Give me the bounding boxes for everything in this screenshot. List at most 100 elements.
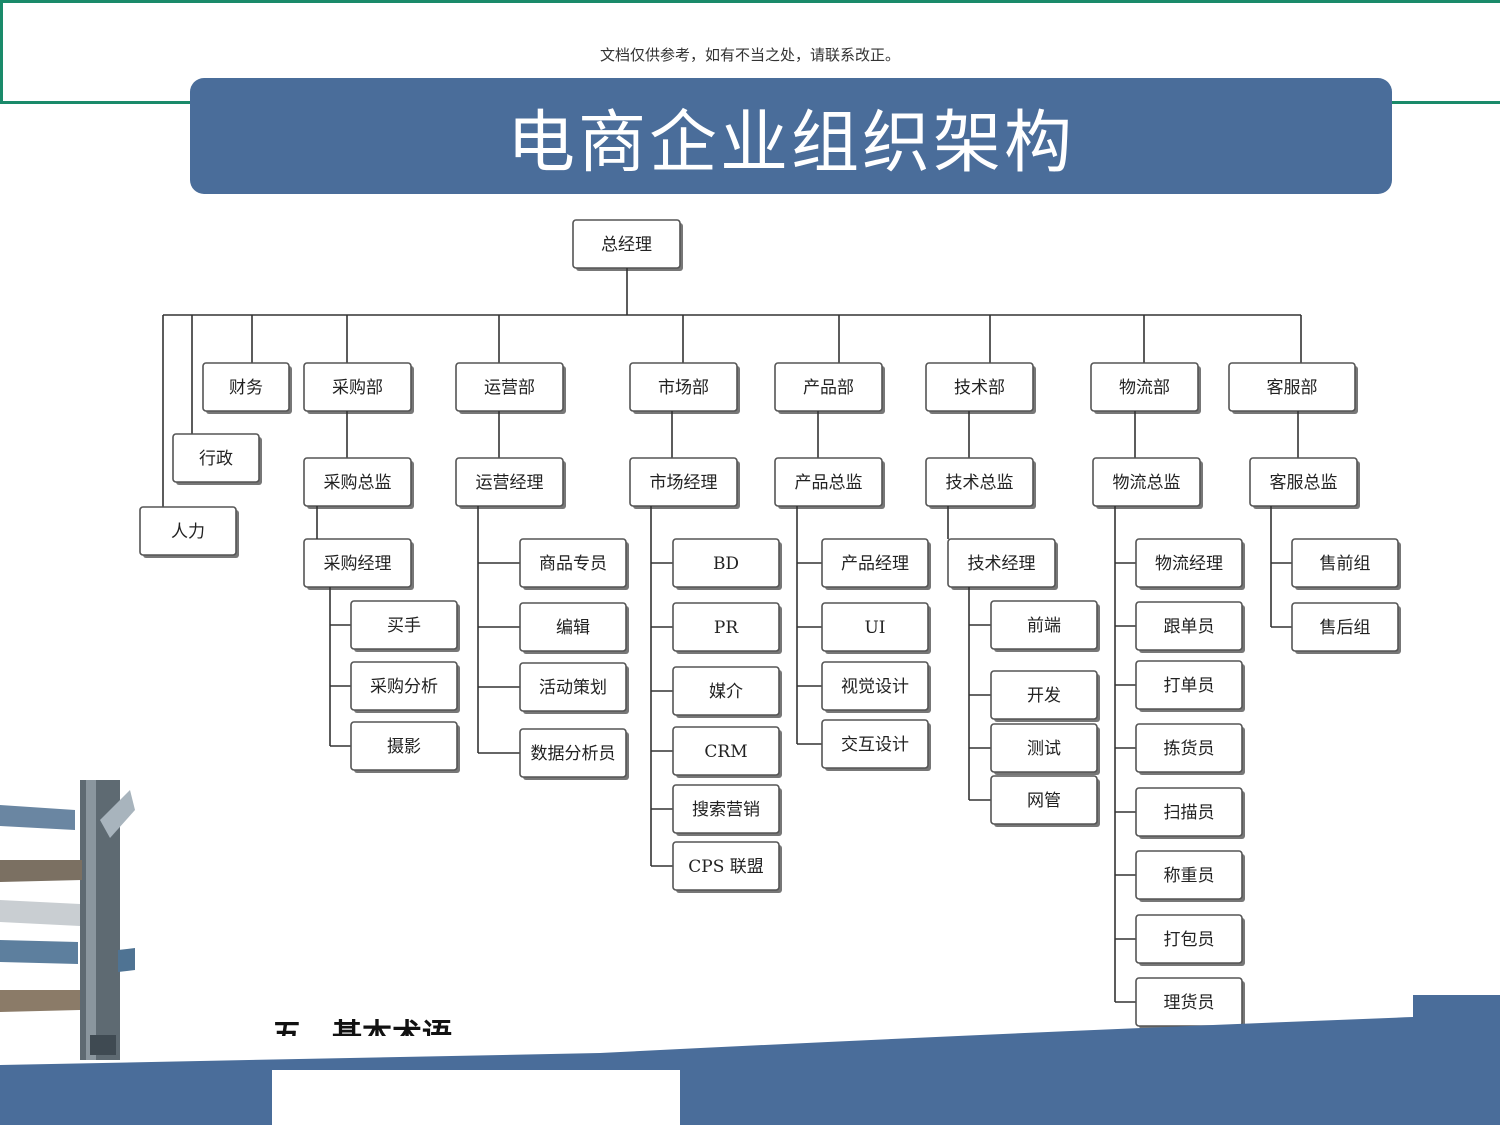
node-member-6-3: 交互设计 (821, 719, 931, 771)
node-label: 打包员 (1164, 930, 1215, 950)
node-label: CRM (704, 742, 747, 762)
node-label: 行政 (199, 449, 233, 469)
node-member-7-1: 开发 (990, 670, 1100, 722)
node-manager-3: 采购经理 (303, 538, 414, 590)
node-label: 拣货员 (1164, 739, 1215, 759)
node-member-6-0: 产品经理 (821, 538, 931, 590)
node-label: 物流经理 (1155, 554, 1223, 574)
node-label: 前端 (1027, 616, 1061, 636)
node-head-3: 采购总监 (303, 457, 414, 509)
node-label: 物流部 (1119, 378, 1170, 398)
node-dept-0: 人力 (139, 506, 239, 558)
node-member-3-1: 采购分析 (350, 661, 460, 713)
node-label: 网管 (1027, 791, 1061, 811)
node-label: 开发 (1027, 686, 1061, 706)
node-member-5-5: CPS 联盟 (672, 841, 782, 893)
node-label: 产品部 (803, 378, 854, 398)
page-title: 电商企业组织架构 (506, 103, 1075, 183)
node-label: 活动策划 (539, 678, 607, 698)
node-label: 视觉设计 (841, 677, 909, 697)
node-dept-6: 产品部 (774, 362, 885, 414)
node-label: 采购经理 (324, 554, 392, 574)
node-label: 测试 (1027, 739, 1061, 759)
node-dept-7: 技术部 (925, 362, 1036, 414)
node-label: 产品总监 (795, 473, 863, 493)
node-label: 产品经理 (841, 554, 909, 574)
node-label: CPS 联盟 (688, 857, 764, 877)
node-label: 采购分析 (370, 677, 438, 697)
frame-left-line (0, 0, 3, 104)
node-member-8-5: 称重员 (1135, 850, 1245, 902)
node-label: 摄影 (387, 737, 421, 757)
node-member-8-2: 打单员 (1135, 660, 1245, 712)
node-member-5-3: CRM (672, 726, 782, 778)
node-member-6-2: 视觉设计 (821, 661, 931, 713)
node-head-4: 运营经理 (455, 457, 566, 509)
node-root: 总经理 (572, 219, 683, 271)
node-head-6: 产品总监 (774, 457, 885, 509)
node-member-7-0: 前端 (990, 600, 1100, 652)
node-head-5: 市场经理 (629, 457, 740, 509)
frame-bottom-line-right (1392, 101, 1500, 104)
node-member-7-2: 测试 (990, 723, 1100, 775)
node-label: 人力 (171, 522, 205, 542)
node-label: 总经理 (601, 235, 652, 255)
node-dept-2: 财务 (202, 362, 292, 414)
node-member-3-2: 摄影 (350, 721, 460, 773)
node-dept-9: 客服部 (1228, 362, 1358, 414)
node-label: 交互设计 (841, 735, 909, 755)
node-label: 客服部 (1267, 378, 1318, 398)
node-label: 扫描员 (1164, 803, 1215, 823)
node-member-4-2: 活动策划 (519, 662, 629, 714)
node-label: 物流总监 (1113, 473, 1181, 493)
node-dept-5: 市场部 (629, 362, 740, 414)
node-dept-8: 物流部 (1090, 362, 1201, 414)
node-label: 采购部 (332, 378, 383, 398)
header-note: 文档仅供参考，如有不当之处，请联系改正。 (599, 46, 900, 64)
node-member-5-1: PR (672, 602, 782, 654)
node-member-8-1: 跟单员 (1135, 601, 1245, 653)
node-head-8: 物流总监 (1092, 457, 1203, 509)
node-label: 技术部 (954, 378, 1005, 398)
node-member-4-3: 数据分析员 (519, 728, 629, 780)
node-member-3-0: 买手 (350, 600, 460, 652)
signpost-image (0, 780, 135, 1060)
node-label: 搜索营销 (692, 800, 760, 820)
node-dept-3: 采购部 (303, 362, 414, 414)
node-label: BD (713, 554, 739, 574)
node-label: 媒介 (709, 682, 743, 702)
node-label: 跟单员 (1164, 617, 1215, 637)
node-label: 运营部 (484, 378, 535, 398)
node-member-5-0: BD (672, 538, 782, 590)
node-label: 市场经理 (650, 473, 718, 493)
node-label: 售后组 (1320, 618, 1371, 638)
node-label: UI (864, 618, 885, 638)
node-label: 买手 (387, 616, 421, 636)
frame-top-line (0, 0, 1500, 3)
node-dept-4: 运营部 (455, 362, 566, 414)
node-label: 打单员 (1164, 676, 1215, 696)
node-member-4-1: 编辑 (519, 602, 629, 654)
section-heading-partial: 五、基本术语 (272, 1018, 452, 1036)
node-member-8-0: 物流经理 (1135, 538, 1245, 590)
node-label: 数据分析员 (531, 744, 616, 764)
node-label: 运营经理 (476, 473, 544, 493)
node-head-9: 客服总监 (1249, 457, 1360, 509)
node-label: 编辑 (556, 618, 590, 638)
node-label: 售前组 (1320, 554, 1371, 574)
node-member-4-0: 商品专员 (519, 538, 629, 590)
node-member-6-1: UI (821, 602, 931, 654)
node-member-5-2: 媒介 (672, 666, 782, 718)
node-member-9-1: 售后组 (1291, 602, 1401, 654)
node-label: 采购总监 (324, 473, 392, 493)
node-member-5-4: 搜索营销 (672, 784, 782, 836)
node-member-8-7: 理货员 (1135, 977, 1245, 1029)
node-member-8-6: 打包员 (1135, 914, 1245, 966)
node-manager-7: 技术经理 (947, 538, 1058, 590)
node-head-7: 技术总监 (925, 457, 1036, 509)
node-member-9-0: 售前组 (1291, 538, 1401, 590)
frame-bottom-line (0, 101, 190, 104)
node-member-8-3: 拣货员 (1135, 723, 1245, 775)
node-member-7-3: 网管 (990, 775, 1100, 827)
